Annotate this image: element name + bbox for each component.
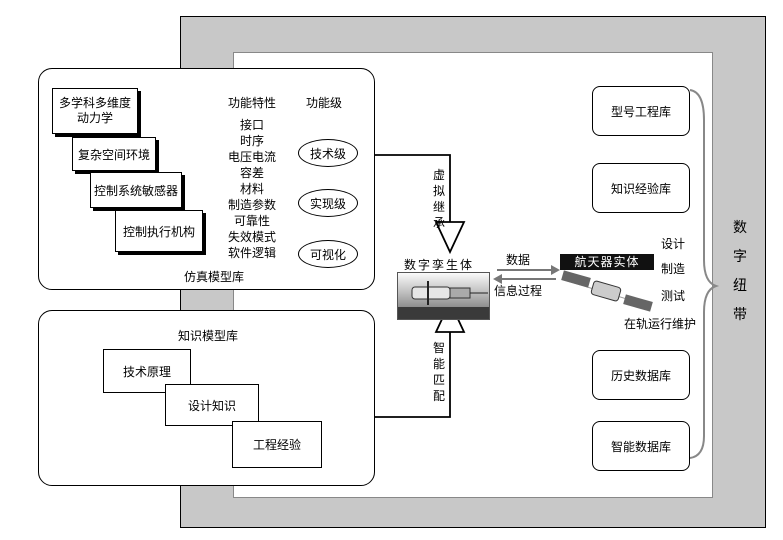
digital-twin-image xyxy=(397,272,490,320)
smart-matching-label: 智能匹配 xyxy=(432,341,445,403)
data-arrow-label: 数据 xyxy=(506,253,531,267)
spacecraft-satellite-icon xyxy=(561,270,653,312)
sim-model-box: 多学科多维度 动力学 xyxy=(52,88,138,134)
function-level-header: 功能级 xyxy=(306,96,343,110)
feature-item: 软件逻辑 xyxy=(227,246,276,260)
knowledge-item-box: 设计知识 xyxy=(165,384,259,426)
feature-item: 接口 xyxy=(239,118,264,132)
spacecraft-entity-image: 航天器实体 xyxy=(560,254,654,314)
library-box: 历史数据库 xyxy=(592,350,690,400)
knowledge-item-box: 工程经验 xyxy=(232,421,322,468)
knowledge-library-title: 知识模型库 xyxy=(178,329,239,343)
sim-model-box: 控制系统敏感器 xyxy=(90,172,182,208)
function-features-header: 功能特性 xyxy=(228,96,277,110)
library-box: 智能数据库 xyxy=(592,421,690,471)
simulation-library-title: 仿真模型库 xyxy=(184,270,245,284)
feature-item: 容差 xyxy=(239,166,264,180)
digital-twin-label: 数字孪生体 xyxy=(404,258,475,272)
library-box: 知识经验库 xyxy=(592,163,690,213)
stage-test: 测试 xyxy=(661,289,686,303)
function-level-oval: 实现级 xyxy=(298,189,358,217)
function-level-oval: 技术级 xyxy=(298,139,358,167)
stage-manufacture: 制造 xyxy=(661,262,686,276)
feature-item: 失效模式 xyxy=(227,230,276,244)
library-box: 型号工程库 xyxy=(592,86,690,136)
sim-model-box: 控制执行机构 xyxy=(115,210,203,252)
feature-item: 制造参数 xyxy=(227,198,276,212)
feature-item: 材料 xyxy=(239,182,264,196)
sim-model-box: 复杂空间环境 xyxy=(72,137,156,171)
digital-thread-label: 数字纽带 xyxy=(733,220,747,323)
stage-design: 设计 xyxy=(661,237,686,251)
info-process-label: 信息过程 xyxy=(494,284,543,298)
spacecraft-entity-label: 航天器实体 xyxy=(560,254,654,270)
feature-item: 可靠性 xyxy=(233,214,270,228)
function-level-oval: 可视化 xyxy=(298,240,358,268)
digital-twin-satellite-icon xyxy=(398,281,489,319)
feature-item: 时序 xyxy=(239,134,264,148)
feature-item: 电压电流 xyxy=(227,150,276,164)
virtual-inheritance-label: 虚拟继承 xyxy=(432,168,445,230)
stage-in-orbit: 在轨运行维护 xyxy=(624,317,697,331)
